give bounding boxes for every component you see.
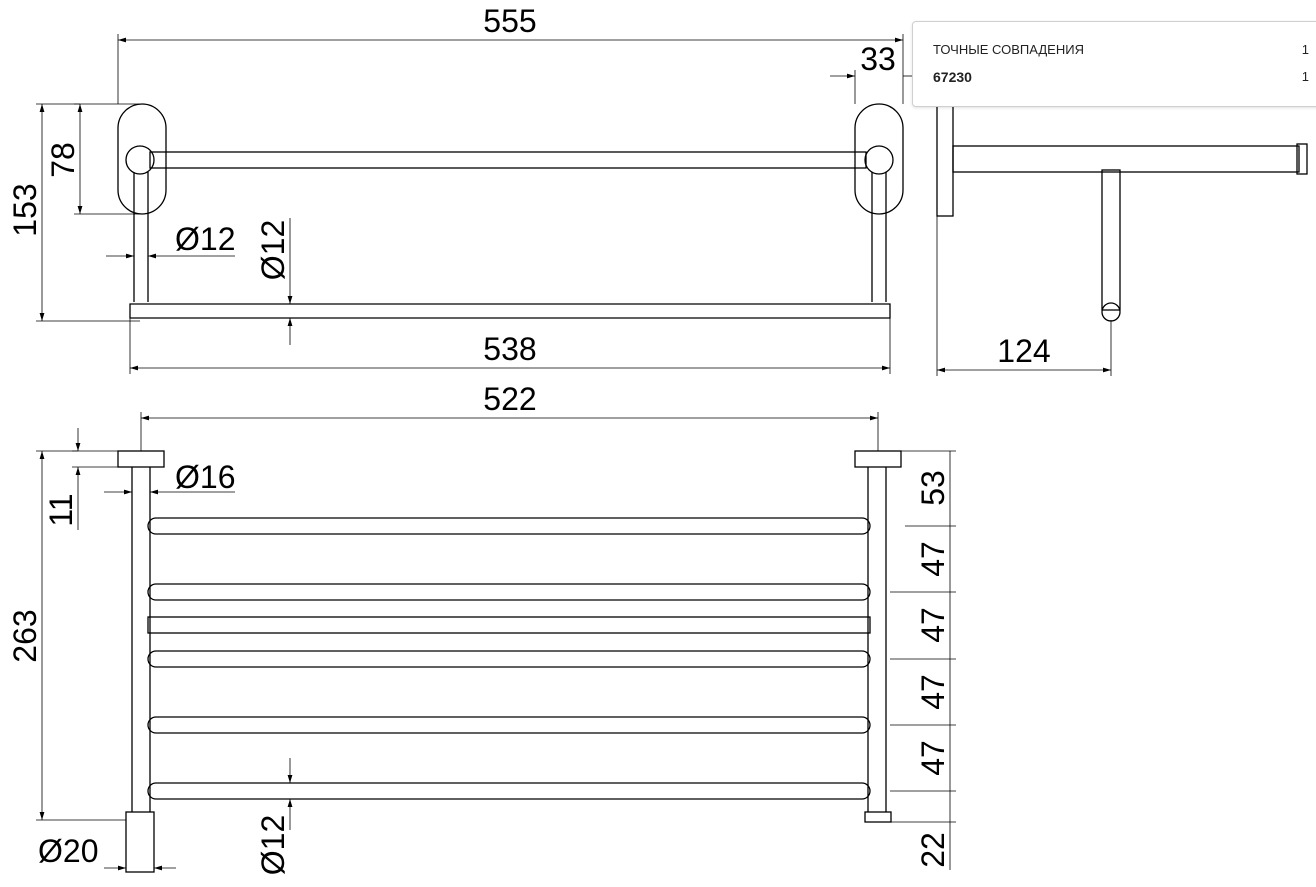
dim-spacing: 53 bbox=[915, 470, 951, 506]
front-view bbox=[117, 103, 904, 319]
result-count: 1 bbox=[1301, 69, 1309, 84]
top-dimensions: 522 11 Ø16 263 Ø20 Ø12 53 47 47 47 47 22 bbox=[7, 381, 956, 875]
dim-dia16: Ø16 bbox=[175, 459, 235, 495]
dim-spacing: 47 bbox=[915, 740, 951, 776]
dim-555: 555 bbox=[483, 3, 536, 39]
section-header: ТОЧНЫЕ СОВПАДЕНИЯ 1 bbox=[933, 42, 1309, 57]
dim-124: 124 bbox=[997, 333, 1050, 369]
front-dimensions: 555 33 78 153 Ø12 Ø12 538 bbox=[7, 3, 915, 374]
dim-11: 11 bbox=[43, 493, 79, 526]
top-view bbox=[117, 450, 902, 873]
dim-dia12-post: Ø12 bbox=[175, 221, 235, 257]
dim-dia12-bar: Ø12 bbox=[255, 220, 291, 280]
search-dropdown: ТОЧНЫЕ СОВПАДЕНИЯ 1 67230 1 bbox=[912, 21, 1316, 107]
side-dimensions: 124 bbox=[936, 216, 1112, 376]
side-view bbox=[936, 99, 1308, 322]
dim-153: 153 bbox=[7, 183, 43, 236]
dim-522: 522 bbox=[483, 381, 536, 417]
dim-33: 33 bbox=[860, 41, 896, 77]
dim-spacing: 47 bbox=[915, 607, 951, 643]
dim-spacing: 22 bbox=[915, 832, 951, 868]
result-label[interactable]: 67230 bbox=[933, 69, 972, 85]
search-result-item[interactable]: 67230 1 bbox=[933, 69, 1309, 85]
dim-538: 538 bbox=[483, 331, 536, 367]
dim-spacing: 47 bbox=[915, 674, 951, 710]
section-count: 1 bbox=[1301, 42, 1309, 57]
section-label: ТОЧНЫЕ СОВПАДЕНИЯ bbox=[933, 42, 1084, 57]
dim-263: 263 bbox=[7, 609, 43, 662]
dim-dia20: Ø20 bbox=[38, 833, 98, 869]
dim-78: 78 bbox=[45, 142, 81, 178]
dim-spacing: 47 bbox=[915, 541, 951, 577]
dim-dia12-rail: Ø12 bbox=[255, 815, 291, 875]
